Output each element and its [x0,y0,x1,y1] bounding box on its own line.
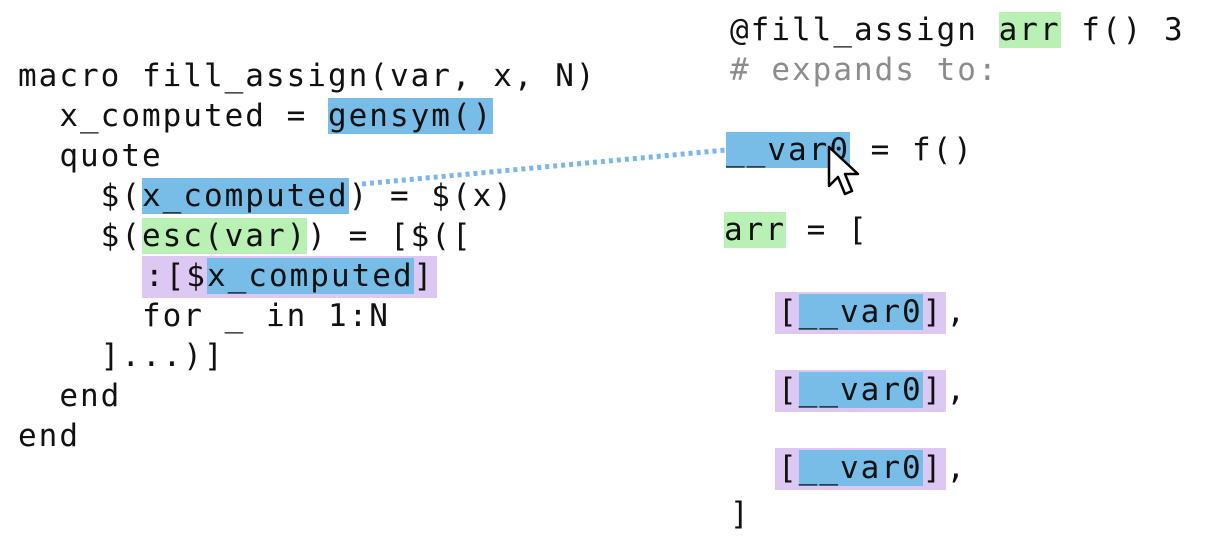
var0-ref: __var0 [798,294,923,330]
macro-call-arg-arr: arr [998,12,1061,48]
array-element-box: [__var0] [775,370,947,412]
arr-symbol: arr [724,212,786,248]
arr-assign-line: arr = [ [724,212,869,248]
macro-end: end [18,418,80,454]
array-element: [__var0], [775,448,967,490]
x-computed-ref: x_computed [141,178,349,214]
x-computed-assign-line: $(x_computed) = $(x) [18,178,514,214]
quote-keyword: quote [18,138,163,174]
macro-call: @fill_assign arr f() 3 [730,12,1185,48]
quote-end: end [18,378,122,414]
gensym-call: gensym() [327,98,494,134]
splat-close: ]...)] [18,338,225,374]
element-template-box: :[$x_computed] [141,256,438,298]
for-clause: for _ in 1:N [18,298,390,334]
x-computed-interp: x_computed [206,258,414,294]
var0-symbol[interactable]: __var0 [726,132,850,168]
esc-var-call: esc(var) [141,218,308,254]
esc-var-line: $(esc(var)) = [$([ [18,218,473,254]
gensym-line: x_computed = gensym() [18,98,494,134]
array-close-bracket: ] [730,496,751,532]
array-element-box: [__var0] [775,292,947,334]
macro-signature: macro fill_assign(var, x, N) [18,58,597,94]
var0-ref: __var0 [798,372,923,408]
array-element: [__var0], [775,292,967,334]
array-element-box: [__var0] [775,448,947,490]
var0-assign-line: __var0 = f() [726,132,974,168]
mouse-pointer-icon [827,145,860,196]
array-element-template: :[$x_computed] [18,256,438,298]
array-element: [__var0], [775,370,967,412]
var0-ref: __var0 [798,450,923,486]
expands-to-comment: # expands to: [730,52,999,88]
